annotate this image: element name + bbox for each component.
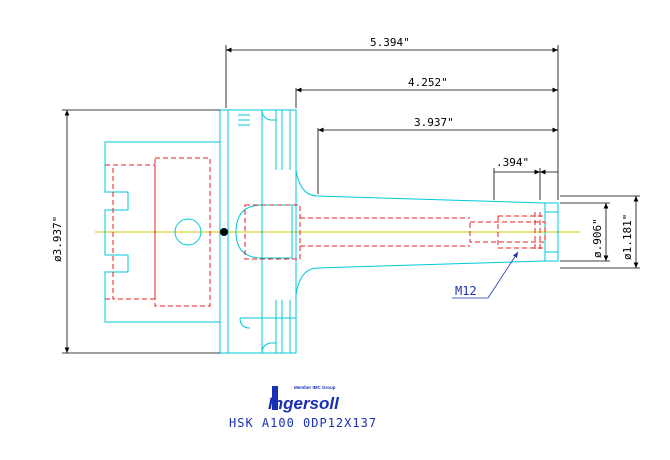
coolant-hole [174,218,202,246]
orientation-dot [220,228,228,236]
brand-logo: Member IMC Group Ingersoll [268,385,340,413]
thread-callout: M12 [452,251,519,299]
dim-shank-length: 3.937" [414,116,454,129]
dim-overall-length: 5.394" [370,36,410,49]
dim-gauge-length: 4.252" [408,76,448,89]
logo-member-text: Member IMC Group [294,385,336,390]
drive-key-slot [235,204,293,259]
dim-pocket-depth: .394" [496,156,529,169]
logo-brand-text: Ingersoll [268,394,340,413]
dimension-lines [62,45,640,354]
dim-flange-diameter: ø3.937" [51,216,64,262]
part-number: HSK A100 0DP12X137 [229,416,377,430]
hidden-features [105,157,546,307]
flange-outline [219,109,297,354]
thread-callout-label: M12 [455,284,477,298]
dim-nose-diameter: ø1.181" [621,214,634,260]
dim-bore-diameter: ø.906" [591,218,604,258]
shank-outline [295,169,559,296]
